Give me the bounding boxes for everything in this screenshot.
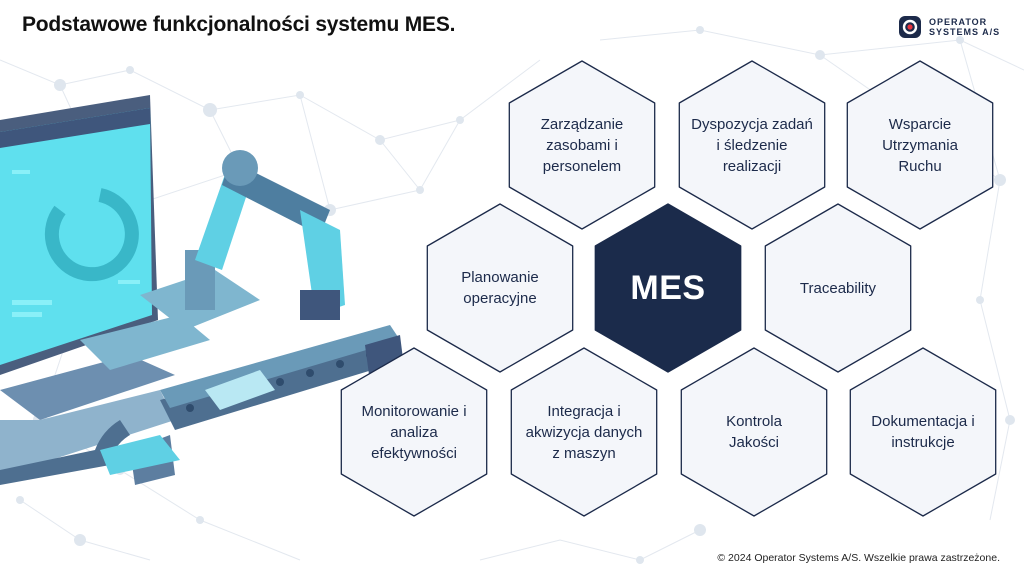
hex-dokumentacja-instrukcje-label: Dokumentacja i instrukcje [871, 413, 975, 451]
hex-kontrola-jakosci [680, 347, 828, 517]
monitor-graphic [0, 95, 158, 375]
hex-dokumentacja-instrukcje [849, 347, 997, 517]
hex-wsparcie-utrzymania [846, 60, 994, 230]
hex-planowanie-operacyjne-label: Planowanie operacyjne [461, 269, 539, 307]
hex-kontrola-jakosci-label: Kontrola Jakości [726, 413, 782, 451]
hex-monitorowanie-efektywnosci [340, 347, 488, 517]
robot-arm-graphic [140, 150, 345, 330]
logo-wordmark: OPERATOR SYSTEMS A/S [929, 17, 1000, 37]
hex-dyspozycja-zadan [678, 60, 826, 230]
company-logo: OPERATOR SYSTEMS A/S [899, 16, 1000, 38]
copyright-footer: © 2024 Operator Systems A/S. Wszelkie pr… [717, 552, 1000, 564]
hex-traceability [764, 203, 912, 373]
hex-planowanie-operacyjne [426, 203, 574, 373]
hex-mes-center-label: MES [630, 268, 706, 307]
hex-integracja-akwizycja-label: Integracja i akwizycja danych z maszyn [525, 402, 643, 462]
hex-monitorowanie-efektywnosci-label: Monitorowanie i analiza efektywności [361, 402, 467, 462]
logo-line-2: SYSTEMS A/S [929, 27, 1001, 37]
logo-line-1: OPERATOR [929, 17, 988, 27]
operator-systems-logo-icon [899, 16, 921, 38]
factory-robot-illustration [0, 95, 405, 485]
hex-integracja-akwizycja [510, 347, 658, 517]
hex-dyspozycja-zadan-label: Dyspozycja zadań i śledzenie realizacji [691, 115, 813, 175]
hex-wsparcie-utrzymania-label: Wsparcie Utrzymania Ruchu [882, 115, 958, 175]
hex-zarzadzanie-zasobami [508, 60, 656, 230]
hex-mes-center [594, 203, 742, 373]
hex-zarzadzanie-zasobami-label: Zarządzanie zasobami i personelem [540, 115, 624, 175]
hex-traceability-label: Traceability [799, 279, 877, 297]
page-title: Podstawowe funkcjonalności systemu MES. [22, 13, 456, 36]
